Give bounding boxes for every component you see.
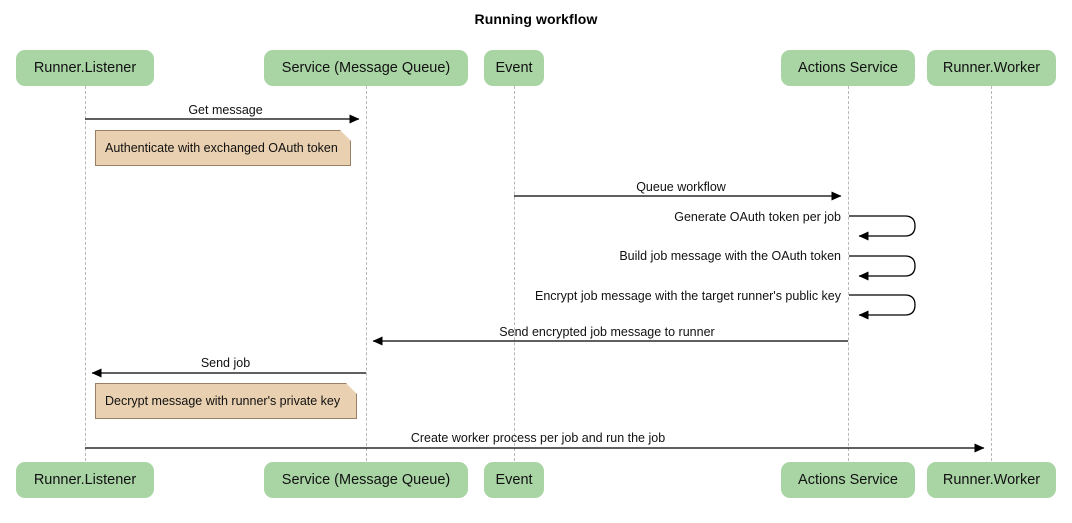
note-authenticate-with-exchanged-oauth-token: Authenticate with exchanged OAuth token [95, 130, 351, 166]
participant-service-message-queue-bottom[interactable]: Service (Message Queue) [264, 462, 468, 498]
lifeline-event [514, 86, 515, 461]
participant-label: Actions Service [798, 472, 898, 488]
message-label-get-message: Get message [188, 103, 263, 117]
participant-label: Service (Message Queue) [281, 60, 451, 76]
lifeline-service-message-queue [366, 86, 367, 461]
participant-actions-service-top[interactable]: Actions Service [781, 50, 915, 86]
page-title: Running workflow [474, 11, 598, 27]
participant-label: Runner.Worker [942, 472, 1041, 488]
message-selfloop-encrypt-job-message-with-the-target-runners-public-key [849, 294, 916, 320]
participant-event-bottom[interactable]: Event [484, 462, 544, 498]
note-label: Decrypt message with runner's private ke… [105, 394, 341, 408]
note-label: Authenticate with exchanged OAuth token [105, 141, 338, 155]
participant-runner-listener-top[interactable]: Runner.Listener [16, 50, 154, 86]
participant-event-top[interactable]: Event [484, 50, 544, 86]
participant-label: Actions Service [798, 60, 898, 76]
participant-runner-listener-bottom[interactable]: Runner.Listener [16, 462, 154, 498]
participant-runner-worker-top[interactable]: Runner.Worker [927, 50, 1056, 86]
note-fold-edge-icon [339, 130, 351, 142]
message-label-send-job: Send job [200, 356, 251, 370]
participant-actions-service-bottom[interactable]: Actions Service [781, 462, 915, 498]
lifeline-runner-worker [991, 86, 992, 461]
note-decrypt-message-with-runners-private-key: Decrypt message with runner's private ke… [95, 383, 357, 419]
participant-label: Service (Message Queue) [281, 472, 451, 488]
lifeline-runner-listener [85, 86, 86, 461]
message-selfloop-build-job-message-with-the-oauth-token [849, 255, 916, 281]
participant-label: Runner.Listener [33, 472, 137, 488]
lifeline-actions-service [848, 86, 849, 461]
message-label-generate-oauth-token-per-job: Generate OAuth token per job [674, 210, 841, 224]
participant-label: Event [495, 60, 533, 76]
participant-label: Runner.Listener [33, 60, 137, 76]
participant-service-message-queue-top[interactable]: Service (Message Queue) [264, 50, 468, 86]
message-label-build-job-message-with-the-oauth-token: Build job message with the OAuth token [619, 249, 841, 263]
message-selfloop-generate-oauth-token-per-job [849, 215, 916, 241]
participant-label: Event [495, 472, 533, 488]
participant-label: Runner.Worker [942, 60, 1041, 76]
message-label-queue-workflow: Queue workflow [636, 180, 726, 194]
participant-runner-worker-bottom[interactable]: Runner.Worker [927, 462, 1056, 498]
message-label-send-encrypted-job-message-to-runner: Send encrypted job message to runner [499, 325, 715, 339]
note-fold-edge-icon [345, 383, 357, 395]
message-label-encrypt-job-message-with-the-target-runners-public-key: Encrypt job message with the target runn… [534, 289, 841, 303]
message-label-create-worker-process-per-job-and-run-the-job: Create worker process per job and run th… [410, 431, 666, 445]
